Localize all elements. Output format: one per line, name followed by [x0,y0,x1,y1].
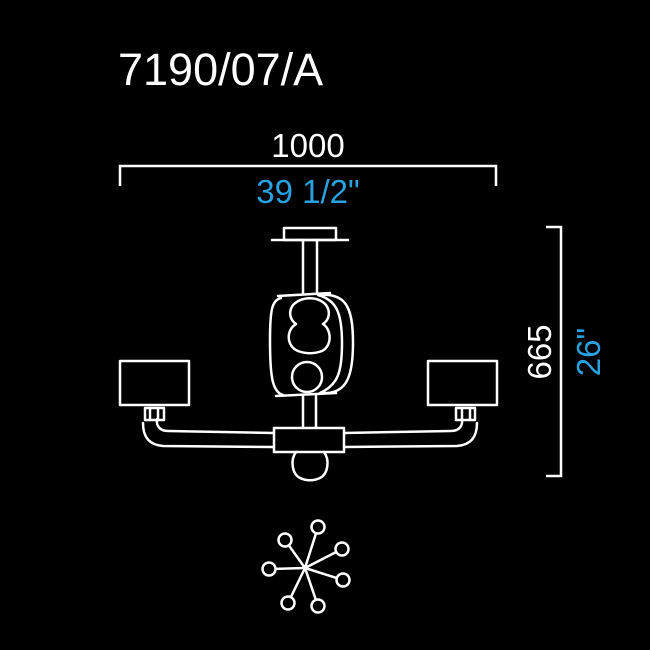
chandelier-side-view [118,226,499,482]
top-view-arm [289,567,307,598]
top-view-arm [287,544,307,569]
top-view-arm [303,532,318,569]
glass-body-right [316,293,355,395]
width-bracket [118,164,498,186]
top-view-arm-end [261,561,277,577]
right-lamp-shade [426,359,499,407]
top-view-arm-end [334,541,350,557]
central-hub [272,426,346,454]
left-arm-bottom [141,421,276,449]
top-view-arm [304,566,338,580]
top-view-arm-end [310,519,326,535]
right-arm-top [342,417,464,435]
model-number: 7190/07/A [118,44,323,95]
glass-body-left [268,296,285,397]
top-view-arm [275,566,306,571]
left-arm-top [155,417,276,435]
height-inches-label: 26" [570,328,607,376]
ceiling-canopy [282,226,338,242]
width-mm-label: 1000 [271,127,344,164]
top-view-arm-layout [261,519,351,614]
bottom-ball [291,450,329,482]
glass-bottom-cap [274,391,338,398]
right-arm-bottom [342,421,479,449]
top-view-arm [303,567,318,601]
height-dimension [546,225,563,478]
top-view-arm [304,550,337,570]
top-view-arm-end [335,572,351,588]
height-mm-label: 665 [521,324,558,379]
glass-double-bubble [287,297,331,355]
top-view-arm-end [310,598,326,614]
glass-top-cap [276,291,332,298]
right-socket [454,406,477,422]
top-view-arm-end [277,532,293,548]
left-socket [143,406,166,422]
height-bracket [546,225,563,478]
width-inches-label: 39 1/2" [256,173,359,210]
left-lamp-shade [118,359,191,407]
width-dimension [118,164,498,186]
top-view-arm-end [280,595,296,611]
glass-sphere [290,360,324,394]
